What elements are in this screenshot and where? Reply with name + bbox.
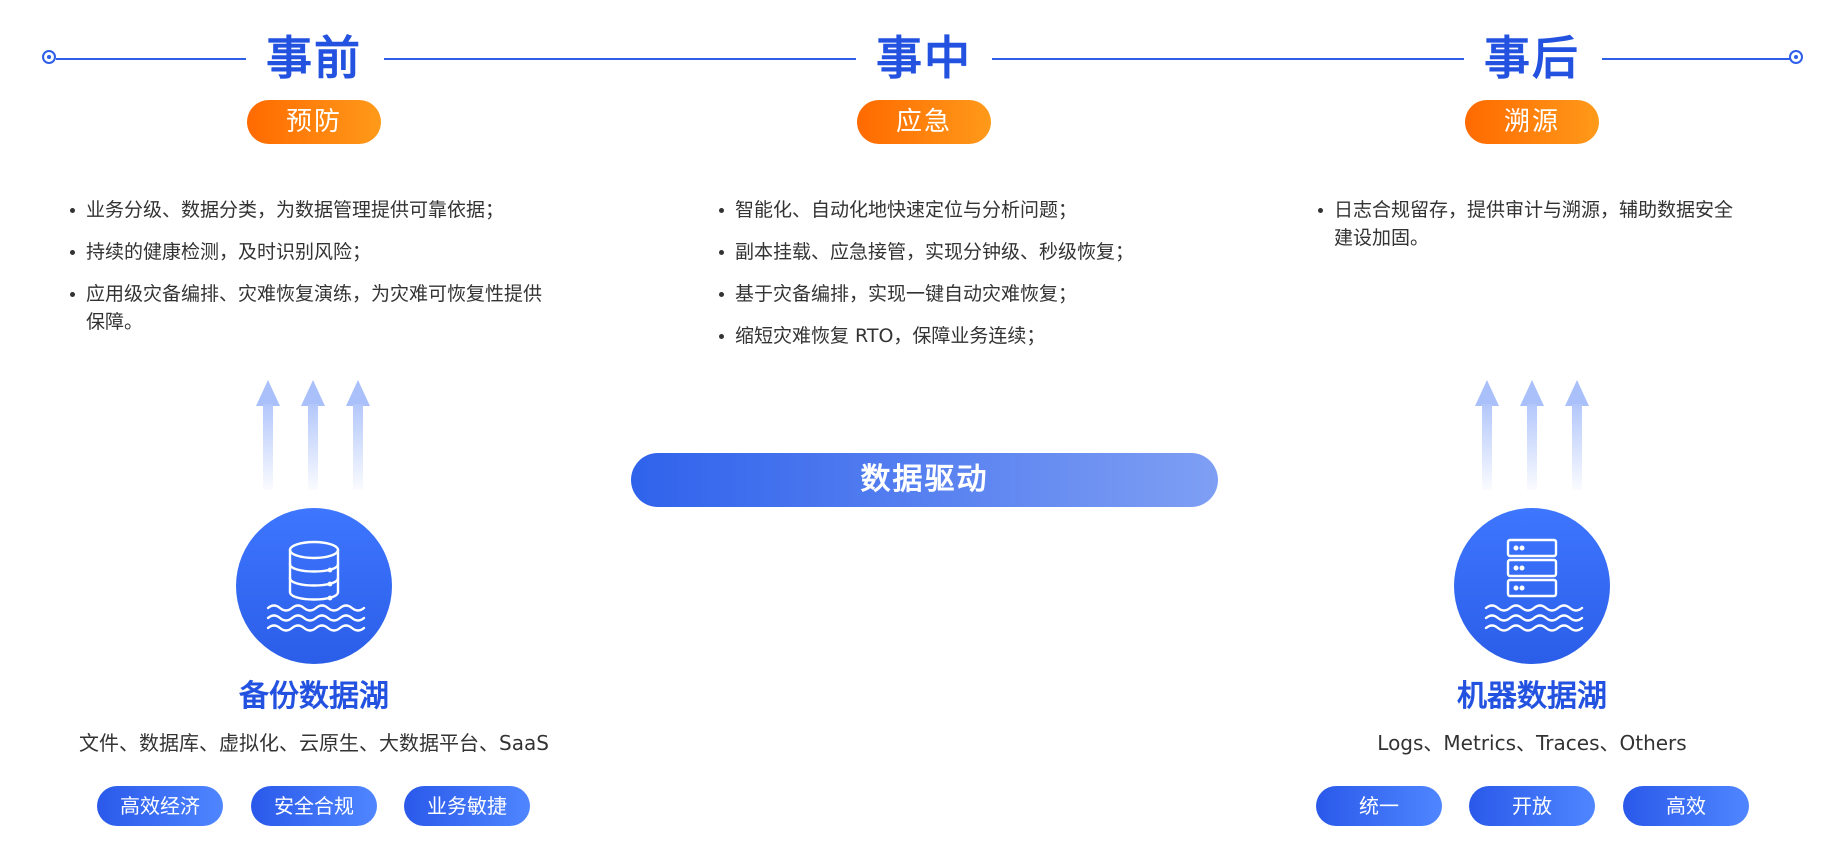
bullet-item: 日志合规留存，提供审计与溯源，辅助数据安全建设加固。 — [1318, 196, 1738, 252]
bullet-item: 智能化、自动化地快速定位与分析问题； — [719, 196, 1199, 224]
bullet-item: 缩短灾难恢复 RTO，保障业务连续； — [719, 322, 1199, 350]
timeline-line-3 — [992, 58, 1464, 60]
tag-open: 开放 — [1469, 786, 1595, 826]
phase-title-before: 事前 — [266, 31, 362, 85]
phase-badge-emergency: 应急 — [857, 100, 991, 144]
lake-subtitle-machine: Logs、Metrics、Traces、Others — [1377, 731, 1687, 755]
tag-efficient: 高效 — [1623, 786, 1749, 826]
timeline-line-1 — [56, 58, 246, 60]
lake-title-backup: 备份数据湖 — [239, 679, 389, 714]
bullet-item: 副本挂载、应急接管，实现分钟级、秒级恢复； — [719, 238, 1199, 266]
timeline-start-dot — [42, 50, 56, 64]
bullet-item: 基于灾备编排，实现一键自动灾难恢复； — [719, 280, 1199, 308]
phase-bullets-after: 日志合规留存，提供审计与溯源，辅助数据安全建设加固。 — [1318, 196, 1738, 266]
tag-efficient-economical: 高效经济 — [97, 786, 223, 826]
up-arrow-icon — [301, 380, 325, 490]
phase-bullets-during: 智能化、自动化地快速定位与分析问题； 副本挂载、应急接管，实现分钟级、秒级恢复；… — [719, 196, 1199, 364]
phase-badge-prevention: 预防 — [247, 100, 381, 144]
server-lake-icon — [1454, 508, 1610, 664]
phase-title-during: 事中 — [876, 31, 972, 85]
up-arrow-icon — [346, 380, 370, 490]
up-arrow-icon — [1565, 380, 1589, 490]
phase-bullets-before: 业务分级、数据分类，为数据管理提供可靠依据； 持续的健康检测，及时识别风险； 应… — [70, 196, 570, 350]
up-arrow-icon — [1520, 380, 1544, 490]
tag-secure-compliant: 安全合规 — [251, 786, 377, 826]
timeline-line-2 — [384, 58, 856, 60]
bullet-item: 业务分级、数据分类，为数据管理提供可靠依据； — [70, 196, 570, 224]
timeline-end-dot — [1789, 50, 1803, 64]
up-arrows-right — [1475, 380, 1595, 490]
up-arrows-left — [256, 380, 376, 490]
tag-business-agile: 业务敏捷 — [404, 786, 530, 826]
bullet-item: 应用级灾备编排、灾难恢复演练，为灾难可恢复性提供保障。 — [70, 280, 546, 336]
up-arrow-icon — [256, 380, 280, 490]
phase-title-after: 事后 — [1484, 31, 1580, 85]
database-lake-icon — [236, 508, 392, 664]
lake-subtitle-backup: 文件、数据库、虚拟化、云原生、大数据平台、SaaS — [79, 731, 549, 755]
phase-badge-tracing: 溯源 — [1465, 100, 1599, 144]
lake-title-machine: 机器数据湖 — [1457, 679, 1607, 714]
up-arrow-icon — [1475, 380, 1499, 490]
tag-unified: 统一 — [1316, 786, 1442, 826]
timeline-line-4 — [1602, 58, 1790, 60]
bullet-item: 持续的健康检测，及时识别风险； — [70, 238, 570, 266]
data-driven-pill: 数据驱动 — [631, 453, 1218, 507]
